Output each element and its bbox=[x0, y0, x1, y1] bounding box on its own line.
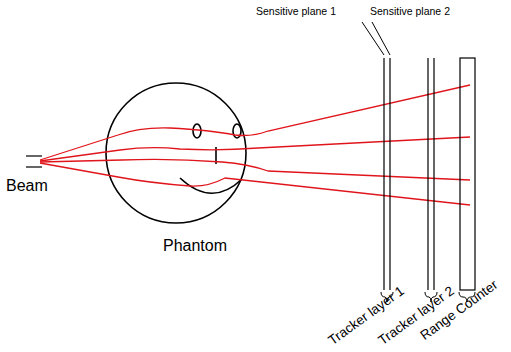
phantom-face bbox=[106, 83, 246, 223]
plane-label: Sensitive plane 2 bbox=[370, 6, 450, 17]
phantom-label: Phantom bbox=[163, 238, 227, 254]
detector-planes bbox=[384, 58, 475, 290]
leader-lines bbox=[362, 22, 390, 55]
beam-label: Beam bbox=[6, 178, 48, 194]
proton-tracks bbox=[40, 85, 470, 205]
plane-label: Sensitive plane 1 bbox=[256, 6, 336, 17]
beam-source bbox=[26, 156, 42, 167]
